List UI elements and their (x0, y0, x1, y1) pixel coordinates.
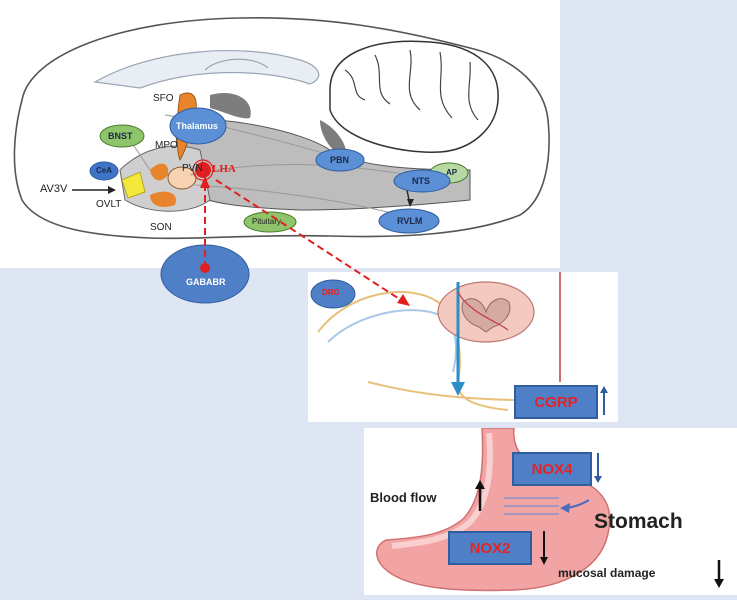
lha-ring (192, 159, 214, 181)
cea-node (89, 161, 119, 181)
drg-node (310, 279, 356, 309)
cgrp-label: CGRP (534, 393, 578, 411)
third-ventricle (210, 92, 251, 119)
cgrp-up-arrow-icon (600, 386, 608, 415)
descending-arrow-head (451, 382, 465, 396)
nox4-label: NOX4 (531, 460, 573, 478)
blood-flow-label: Blood flow (370, 490, 437, 505)
sensory-nerve-blue (327, 309, 457, 373)
brain-panel: SFO BNST Thalamus MPO CeA PVN LHA AV3V O… (0, 0, 560, 268)
thalamus-node (169, 107, 227, 145)
stomach-panel (364, 427, 737, 595)
label-ap: AP (446, 168, 458, 177)
lha-marker (195, 162, 211, 178)
rvlm-node (378, 208, 440, 234)
projection-line-2 (189, 163, 411, 176)
nox2-box: NOX2 (448, 531, 532, 565)
bnst-node (99, 124, 145, 148)
label-pbn: PBN (330, 155, 350, 165)
hippocampus-line (204, 58, 269, 71)
projection-line-3 (194, 184, 401, 216)
label-nts: NTS (412, 176, 430, 186)
gababr-binding-dot (200, 263, 210, 273)
av3v-arrow-head (108, 186, 116, 194)
nox4-down-arrow-icon (594, 453, 602, 483)
label-drg: DRG (322, 288, 340, 297)
nox2-down-arrow-icon (540, 531, 548, 565)
cgrp-box: CGRP (514, 385, 598, 419)
label-pvn: PVN (182, 163, 203, 174)
label-mpo: MPO (155, 140, 178, 151)
nts-rvlm-arrow-down (407, 199, 414, 207)
pituitary-region (243, 211, 297, 233)
nox4-box: NOX4 (512, 452, 592, 486)
label-son: SON (150, 222, 172, 233)
pvn-region (167, 166, 197, 190)
spinal-cord-drawing (310, 272, 569, 411)
blood-flow-up-arrow-icon (475, 480, 485, 511)
cord-red-fiber (457, 291, 509, 331)
label-thalamus: Thalamus (176, 121, 219, 131)
label-bnst: BNST (108, 131, 133, 141)
son-region (150, 191, 176, 207)
corpus-callosum (93, 49, 320, 89)
hypothalamus-shading (119, 145, 211, 212)
lha-to-spinal-arrow-head (397, 294, 410, 306)
lha-to-spinal-dashed (215, 179, 405, 303)
nts-node (393, 169, 451, 193)
nox2-label: NOX2 (469, 539, 511, 557)
stomach-inner-highlight (391, 432, 493, 549)
label-sfo: SFO (153, 93, 174, 104)
ovlt-region (121, 171, 146, 199)
gababr-to-lha-arrow-head (200, 176, 210, 188)
label-lha: LHA (212, 163, 236, 175)
curved-flow-arrow-head (560, 503, 570, 513)
label-rvlm: RVLM (397, 216, 423, 226)
label-av3v: AV3V (40, 183, 68, 195)
label-ovlt: OVLT (96, 199, 122, 210)
brain-outline (13, 17, 550, 240)
label-cea: CeA (96, 166, 113, 175)
brain-sagittal-drawing (13, 17, 550, 240)
pbn-node (315, 148, 365, 172)
stomach-title: Stomach (594, 510, 683, 533)
mucosal-damage-down-arrow-icon (714, 560, 724, 588)
gababr-label: GABABR (186, 277, 226, 287)
cerebellum (329, 40, 499, 153)
cerebellum-folia (344, 49, 479, 121)
mucosal-damage-label: mucosal damage (558, 566, 656, 580)
mpo-region (150, 163, 169, 181)
label-pituitary: Pituitary (252, 217, 281, 226)
